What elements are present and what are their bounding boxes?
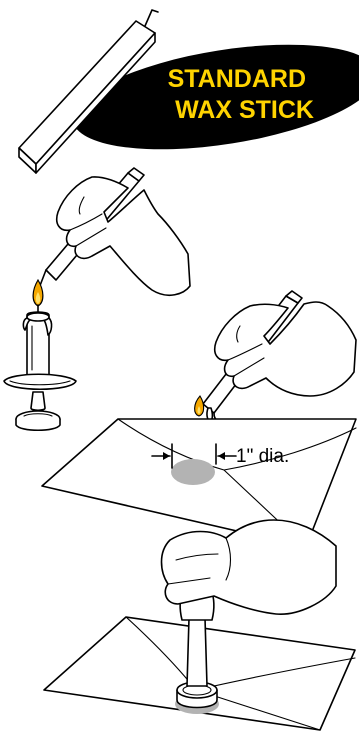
wax-puddle (171, 459, 215, 485)
envelope-with-stamp (44, 520, 355, 730)
hand-icon (162, 520, 337, 614)
hand-dripping-wax (195, 291, 356, 421)
dimension-label: 1" dia. (236, 446, 289, 467)
banner-line-2: WAX STICK (175, 96, 314, 124)
banner-line-1: STANDARD (168, 65, 306, 93)
candle-icon (4, 280, 76, 430)
hand-with-wax-stick-top (38, 168, 190, 295)
banner: STANDARD WAX STICK (66, 26, 359, 167)
